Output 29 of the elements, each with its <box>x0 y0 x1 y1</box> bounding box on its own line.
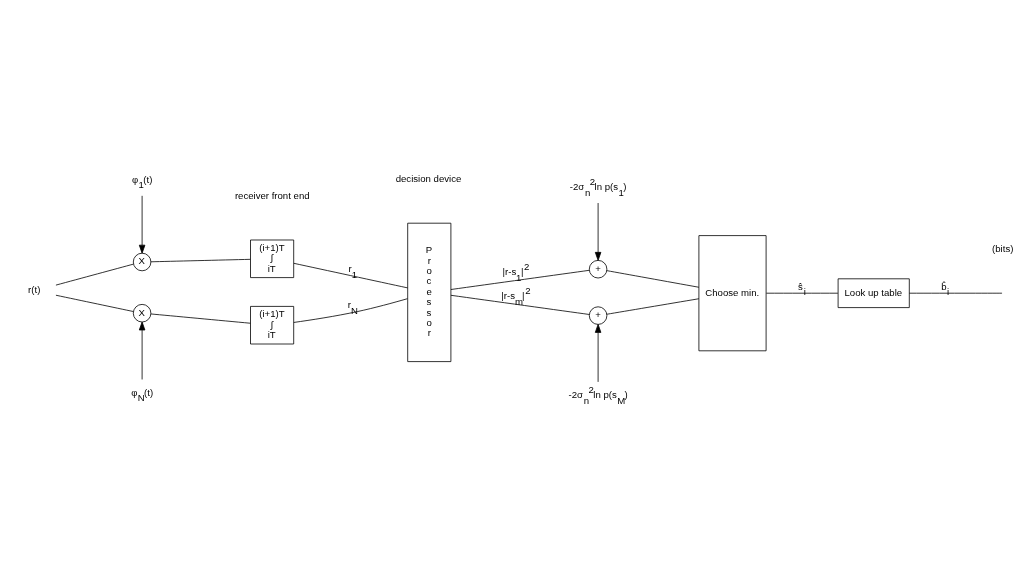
node-circle: + <box>588 305 607 325</box>
connector <box>450 269 589 290</box>
arrow <box>138 321 145 380</box>
connector <box>908 292 1002 294</box>
connector <box>150 258 251 262</box>
connector <box>55 263 134 285</box>
arrow <box>138 194 145 254</box>
node-box: P r o c e s s o r <box>406 222 451 362</box>
arrow <box>594 323 601 382</box>
connector <box>150 313 251 324</box>
connector <box>450 294 589 315</box>
connector <box>292 297 408 323</box>
node-box: Look up table <box>837 277 910 308</box>
node-circle: X <box>132 252 151 271</box>
label: (bits) <box>991 242 1013 254</box>
node-text: r(t) <box>27 283 40 295</box>
connector <box>605 269 699 288</box>
label: decision device <box>395 172 461 184</box>
label: receiver front end <box>234 189 310 201</box>
connector <box>55 294 134 312</box>
connector <box>293 262 408 288</box>
connector <box>605 297 699 315</box>
node-box: (i+1)T ∫ iT <box>249 305 294 344</box>
node-circle: + <box>588 259 607 278</box>
node-box: (i+1)T ∫ iT <box>249 239 294 278</box>
node-box: Choose min. <box>698 234 766 351</box>
connector <box>765 292 838 294</box>
arrow <box>594 202 601 261</box>
node-circle: X <box>132 303 151 322</box>
